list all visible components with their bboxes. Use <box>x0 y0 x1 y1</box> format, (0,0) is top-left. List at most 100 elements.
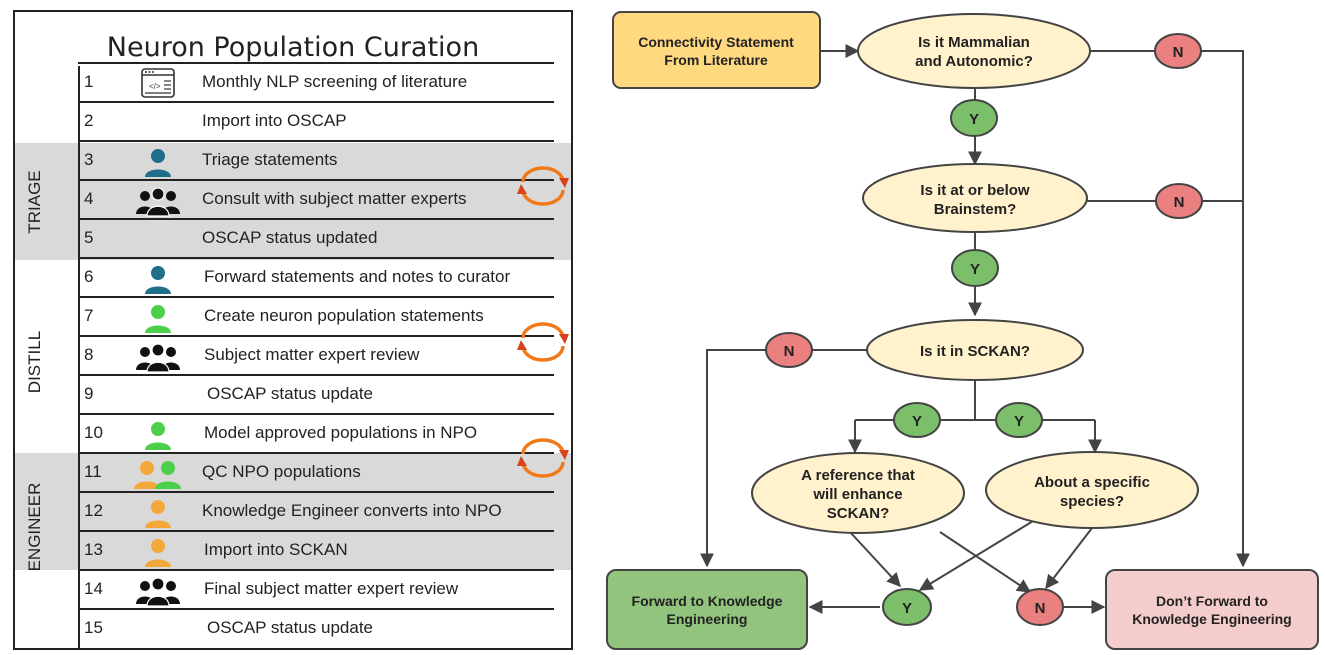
step-number: 2 <box>84 111 94 130</box>
step-text: OSCAP status update <box>207 384 374 403</box>
yes-badge: Y <box>995 402 1043 438</box>
yes-badge-label: Y <box>969 111 979 128</box>
person-teal-icon <box>142 263 174 300</box>
step-number: 14 <box>84 579 103 598</box>
no-badge-label: N <box>1173 44 1184 61</box>
dont-forward-box: Don’t Forward to Knowledge Engineering <box>1105 569 1319 650</box>
curation-panel: Neuron Population Curation TRIAGE DISTIL… <box>13 10 573 650</box>
no-badge: N <box>765 332 813 368</box>
person-orange-icon <box>142 536 174 573</box>
step-number: 10 <box>84 423 103 442</box>
yes-badge-label: Y <box>970 261 980 278</box>
step-text: OSCAP status updated <box>202 228 378 247</box>
question-mammalian: Is it Mammalian and Autonomic? <box>857 13 1091 89</box>
cycle-arrows-icon <box>517 322 569 362</box>
no-badge: N <box>1155 183 1203 219</box>
step-text: Final subject matter expert review <box>204 579 459 598</box>
cycle-arrows-icon <box>517 166 569 206</box>
triage-band <box>15 143 571 260</box>
step-number: 12 <box>84 501 103 520</box>
step-number: 6 <box>84 267 94 286</box>
step-row: 9 OSCAP status update <box>78 374 554 412</box>
step-row: 7 Create neuron population statements <box>78 296 554 334</box>
step-row: 10 Model approved populations in NPO <box>78 413 554 451</box>
forward-box-line-2: Engineering <box>667 611 748 627</box>
start-box: Connectivity Statement From Literature <box>612 11 821 89</box>
step-text: Forward statements and notes to curator <box>204 267 511 286</box>
step-row: 8 Subject matter expert review <box>78 335 554 373</box>
step-text: Model approved populations in NPO <box>204 423 478 442</box>
person-teal-icon <box>142 146 174 183</box>
step-number: 8 <box>84 345 94 364</box>
yes-badge-label: Y <box>1014 413 1024 430</box>
yes-badge-label: Y <box>902 600 912 617</box>
step-number: 13 <box>84 540 103 559</box>
forward-box-line-1: Forward to Knowledge <box>632 593 783 609</box>
no-badge: N <box>1154 33 1202 69</box>
step-text: OSCAP status update <box>207 618 374 637</box>
step-text: Knowledge Engineer converts into NPO <box>202 501 502 520</box>
decision-flowchart: Connectivity Statement From Literature I… <box>606 11 1319 650</box>
step-text: Triage statements <box>202 150 338 169</box>
step-text: Monthly NLP screening of literature <box>202 72 468 91</box>
section-label-triage: TRIAGE <box>25 170 44 234</box>
engineer-band <box>15 453 571 570</box>
person-green-icon <box>142 419 174 456</box>
group-black-icon <box>135 185 181 222</box>
question-in-sckan-line-1: Is it in SCKAN? <box>920 343 1030 360</box>
yes-badge: Y <box>882 588 932 626</box>
step-row: 15 OSCAP status update <box>78 608 554 646</box>
question-species: About a specific species? <box>985 451 1199 529</box>
step-number: 7 <box>84 306 94 325</box>
step-text: Import into SCKAN <box>204 540 348 559</box>
person-orange-icon <box>142 497 174 534</box>
step-row: 12 Knowledge Engineer converts into NPO <box>78 491 554 529</box>
svg-text:</>: </> <box>149 82 161 91</box>
section-label-distill: DISTILL <box>25 330 44 394</box>
step-number: 5 <box>84 228 94 247</box>
start-box-line-2: From Literature <box>664 52 768 68</box>
cycle-arrows-icon <box>517 438 569 478</box>
section-label-engineer: ENGINEER <box>25 482 44 572</box>
question-species-line-1: About a specific <box>1034 474 1150 491</box>
step-number: 11 <box>84 462 102 481</box>
step-number: 1 <box>84 72 94 91</box>
step-row: 5 OSCAP status updated <box>78 218 554 256</box>
step-row: 6 Forward statements and notes to curator <box>78 257 554 295</box>
step-row: 2 Import into OSCAP <box>78 101 554 139</box>
person-green-icon <box>142 302 174 339</box>
no-badge: N <box>1016 588 1064 626</box>
step-text: Import into OSCAP <box>202 111 347 130</box>
panel-title: Neuron Population Curation <box>106 32 480 63</box>
forward-box: Forward to Knowledge Engineering <box>606 569 808 650</box>
code-document-icon: </> <box>140 68 176 103</box>
dont-forward-box-line-2: Knowledge Engineering <box>1132 611 1291 627</box>
question-reference-line-1: A reference that <box>801 467 915 484</box>
yes-badge-label: Y <box>912 413 922 430</box>
step-number: 9 <box>84 384 94 403</box>
no-badge-label: N <box>784 343 795 360</box>
step-text: Subject matter expert review <box>204 345 420 364</box>
question-mammalian-line-1: Is it Mammalian <box>918 34 1030 51</box>
no-badge-label: N <box>1174 194 1185 211</box>
question-in-sckan: Is it in SCKAN? <box>866 319 1084 381</box>
yes-badge: Y <box>950 99 998 137</box>
start-box-line-1: Connectivity Statement <box>638 34 794 50</box>
step-text: Consult with subject matter experts <box>202 189 467 208</box>
step-row: 13 Import into SCKAN <box>78 530 554 568</box>
step-row: 1 </> Monthly NLP screening of literature <box>78 62 554 100</box>
question-mammalian-line-2: and Autonomic? <box>915 53 1033 70</box>
yes-badge: Y <box>951 249 999 287</box>
question-brainstem-line-1: Is it at or below <box>920 182 1030 199</box>
step-row: 14 Final subject matter expert review <box>78 569 554 607</box>
table-left-border <box>78 66 80 650</box>
dont-forward-box-line-1: Don’t Forward to <box>1156 593 1268 609</box>
question-brainstem-line-2: Brainstem? <box>934 201 1017 218</box>
step-text: Create neuron population statements <box>204 306 484 325</box>
step-number: 15 <box>84 618 103 637</box>
question-species-line-2: species? <box>1060 493 1124 510</box>
yes-badge: Y <box>893 402 941 438</box>
